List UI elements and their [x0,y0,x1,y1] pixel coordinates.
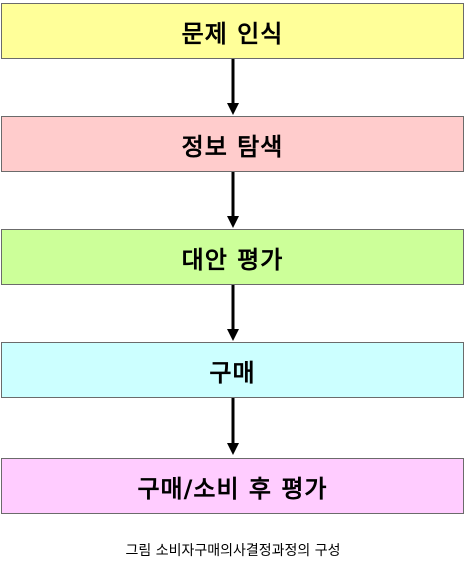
stage-alternative-evaluation: 대안 평가 [1,229,464,285]
figure-caption: 그림 소비자구매의사결정과정의 구성 [125,543,341,559]
arrow-1 [227,59,239,115]
stage-information-search: 정보 탐색 [1,116,464,172]
arrow-4 [227,398,239,455]
stage-problem-recognition: 문제 인식 [1,3,464,59]
stage-post-purchase-evaluation: 구매/소비 후 평가 [1,458,464,514]
stage-purchase: 구매 [1,342,464,398]
arrow-2 [227,172,239,228]
arrow-3 [227,285,239,341]
